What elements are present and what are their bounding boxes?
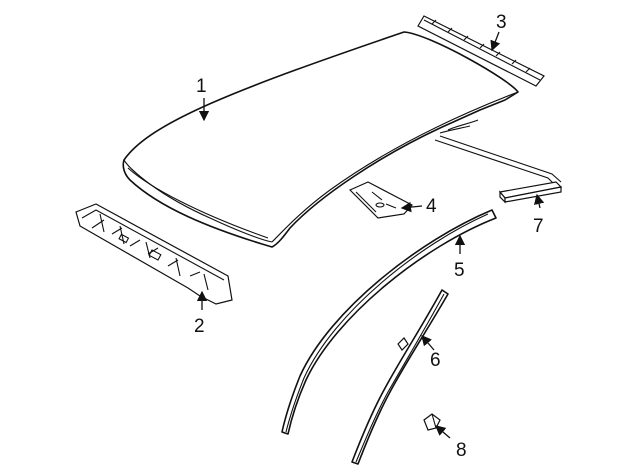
rear-header-panel-part	[417, 15, 545, 87]
callout-3: 3	[496, 12, 507, 33]
leader-3	[490, 31, 501, 52]
leader-6	[421, 335, 435, 351]
leader-4	[400, 201, 423, 213]
callout-7: 7	[533, 216, 544, 237]
leader-7	[533, 193, 545, 209]
roof-rail-molding-part	[281, 209, 497, 435]
rear-weatherstrip-part	[434, 135, 563, 204]
roof-bow-part	[348, 181, 413, 219]
callout-5: 5	[454, 260, 465, 281]
callout-1: 1	[196, 76, 207, 97]
roof-panel-part	[122, 31, 519, 248]
callout-2: 2	[194, 316, 205, 337]
callout-6: 6	[430, 350, 441, 371]
front-header-panel-part	[75, 203, 233, 305]
drip-molding-part	[351, 289, 449, 465]
callout-4: 4	[426, 196, 437, 217]
leader-8	[435, 425, 451, 439]
callout-8: 8	[456, 440, 467, 461]
